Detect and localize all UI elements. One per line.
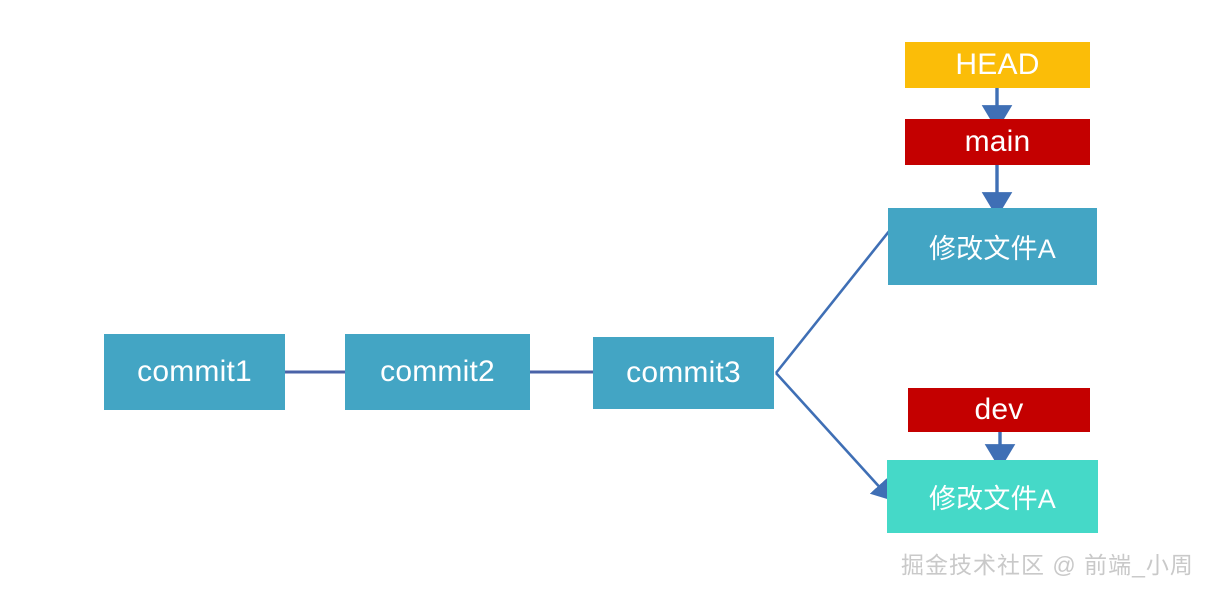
node-commit2[interactable]: commit2 [345, 334, 530, 410]
node-head[interactable]: HEAD [905, 42, 1090, 88]
node-head-label: HEAD [955, 48, 1040, 81]
node-commit1[interactable]: commit1 [104, 334, 285, 410]
node-main-file[interactable]: 修改文件A [888, 208, 1097, 285]
node-dev-label: dev [974, 393, 1024, 426]
node-commit1-label: commit1 [137, 355, 252, 388]
edge-commit3-main-file [774, 229, 892, 374]
node-commit3[interactable]: commit3 [593, 337, 774, 409]
node-main-label: main [964, 125, 1031, 158]
node-dev-branch[interactable]: dev [908, 388, 1090, 432]
node-dev-file-label: 修改文件A [928, 484, 1056, 514]
edge-commit3-dev-file [775, 372, 892, 501]
node-commit2-label: commit2 [380, 355, 495, 388]
node-dev-file[interactable]: 修改文件A [887, 460, 1098, 533]
node-main-file-label: 修改文件A [928, 234, 1056, 264]
watermark: 掘金技术社区 @ 前端_小周 [901, 552, 1194, 578]
node-main-branch[interactable]: main [905, 119, 1090, 165]
node-commit3-label: commit3 [626, 356, 741, 389]
